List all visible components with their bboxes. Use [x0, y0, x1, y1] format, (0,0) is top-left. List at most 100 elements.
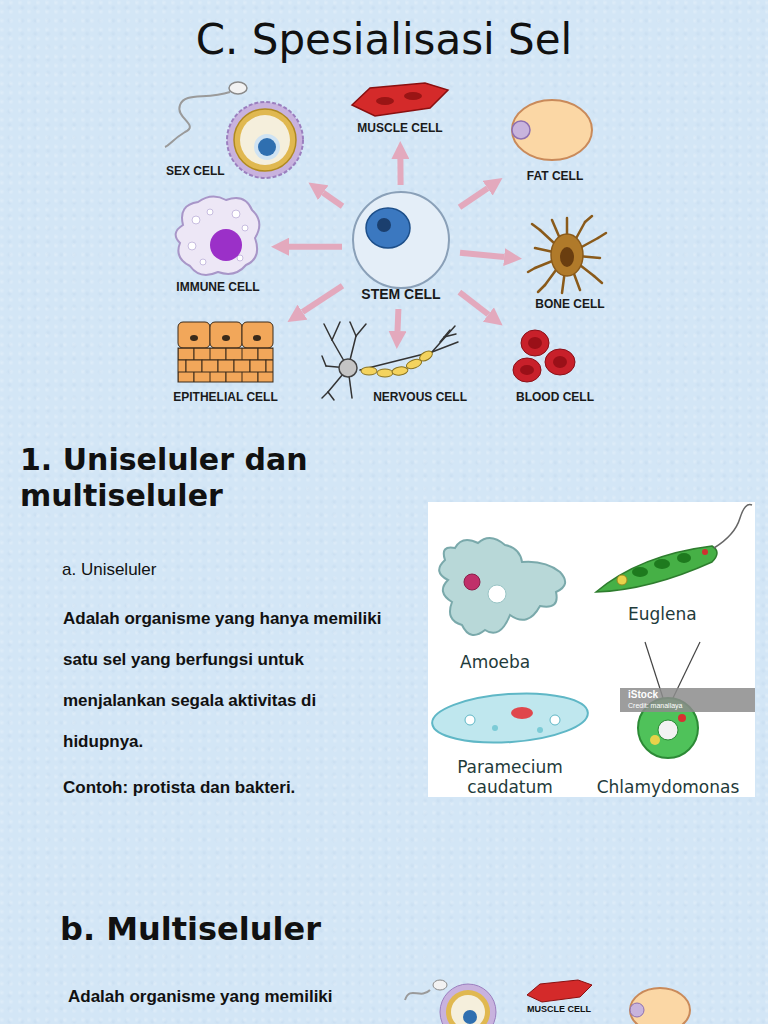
bone-cell-picture-part [528, 268, 535, 272]
stem-cell-picture-part [353, 192, 449, 288]
nerve-cell-picture-part-part [324, 324, 332, 340]
sex-cell-picture [165, 82, 303, 178]
body-text: Adalah organisme yang hanya memiliki sat… [63, 598, 398, 762]
cell-label: SEX CELL [166, 164, 225, 178]
immune-cell-picture-part [188, 242, 196, 250]
epithelial-cell-picture-part [242, 322, 273, 348]
immune-cell-picture-part [242, 225, 248, 231]
differentiation-arrow [460, 253, 504, 257]
nerve-cell-picture [322, 322, 458, 400]
mini-cell-diagram-part [433, 980, 447, 990]
organism-name: Euglena [628, 603, 697, 625]
epithelial-cell-picture-part [222, 335, 230, 341]
cell-node: SEX CELL [160, 78, 306, 182]
nerve-cell-picture-part-part [432, 342, 458, 352]
differentiation-arrow [395, 309, 402, 331]
sex-cell-picture-part [227, 102, 303, 178]
protist-picture-part [550, 715, 560, 725]
differentiation-arrow [323, 193, 342, 207]
blood-cell-picture-part [513, 358, 541, 382]
protist-picture-part [632, 567, 648, 577]
differentiation-arrow [460, 188, 488, 207]
cell-label: NERVOUS CELL [373, 390, 467, 404]
cell-label: BLOOD CELL [516, 390, 594, 404]
immune-cell-picture-part [192, 216, 200, 224]
epithelial-cell-picture-part [178, 348, 273, 382]
epithelial-cell-picture-part [253, 335, 261, 341]
muscle-cell-picture-part [404, 92, 422, 100]
nerve-cell-picture-part-part [444, 334, 456, 337]
muscle-cell-picture-part [352, 83, 448, 116]
bone-cell-picture-part [585, 216, 592, 222]
protist-picture-part [439, 538, 565, 635]
bone-cell-picture-part [538, 285, 545, 292]
protist-picture-part [596, 546, 717, 592]
bone-cell-picture-part [532, 224, 540, 230]
mini-cell-diagram-part [446, 990, 490, 1024]
organism-name: Paramecium caudatum [430, 757, 590, 797]
mini-cell-diagram-part [451, 995, 485, 1024]
immune-cell-picture-part [237, 255, 243, 261]
bone-cell-picture-part [594, 276, 602, 283]
stem-cell-picture-part [366, 208, 410, 248]
blood-cell-picture-part [553, 356, 567, 368]
protist-picture-part [714, 505, 752, 548]
muscle-cell-picture-part [376, 97, 394, 105]
blood-cell-picture [513, 330, 575, 382]
blood-cell-picture-part [521, 330, 549, 356]
protist-picture-part [678, 714, 686, 722]
blood-cell-picture-part [528, 337, 542, 349]
cell-label: STEM CELL [361, 286, 440, 302]
watermark: iStock [628, 689, 658, 701]
nerve-cell-picture-part [361, 367, 377, 375]
protist-picture-part [677, 553, 691, 563]
cell-label: IMMUNE CELL [176, 280, 259, 294]
differentiation-arrow [459, 292, 488, 314]
fat-cell-picture-part [512, 121, 530, 139]
cell-node: EPITHELIAL CELL [166, 318, 285, 408]
mini-cell-diagram [405, 980, 690, 1024]
nerve-cell-picture-part [339, 359, 357, 377]
sex-cell-picture-part [165, 92, 230, 147]
epithelial-cell-picture-part [190, 335, 198, 341]
protist-picture-part [658, 720, 678, 740]
nerve-cell-picture-part [322, 322, 458, 400]
nerve-cell-picture-part [392, 366, 409, 376]
immune-cell-picture-part [207, 209, 213, 215]
differentiation-arrow [289, 244, 342, 250]
cell-node: MUSCLE CELL [345, 80, 455, 138]
protist-picture-part [465, 715, 475, 725]
section-heading: 1. Uniseluler dan multiseluler [20, 442, 420, 514]
sex-cell-picture-part [229, 82, 247, 94]
cell-node: IMMUNE CELL [168, 195, 268, 298]
immune-cell-picture-part [176, 196, 260, 274]
organism-name: Chlamydomonas [593, 776, 743, 798]
cell-label: FAT CELL [527, 169, 583, 183]
sex-cell-picture-part [234, 109, 296, 171]
section-heading: b. Multiseluler [60, 910, 321, 948]
sex-cell-picture-part [258, 138, 276, 156]
nerve-cell-picture-part-part [328, 392, 334, 400]
cell-label: EPITHELIAL CELL [173, 390, 277, 404]
immune-cell-picture-part [210, 229, 242, 261]
nerve-cell-picture-part-part [322, 392, 328, 398]
protist-picture-part [464, 574, 480, 590]
protist-picture-part [702, 549, 708, 555]
protist-picture-part [511, 707, 533, 719]
immune-cell-picture [176, 196, 260, 274]
epithelial-cell-picture-part [178, 322, 210, 348]
cell-label: MUSCLE CELL [527, 1004, 591, 1015]
differentiation-arrow [303, 286, 343, 312]
immune-cell-picture-part [200, 259, 206, 265]
protist-picture-part [650, 735, 660, 745]
mini-cell-diagram-part [405, 990, 430, 1000]
mini-cell-diagram-part [630, 1003, 644, 1017]
differentiation-arrow [397, 159, 403, 185]
body-text: Adalah organisme yang memiliki [68, 985, 333, 1009]
sex-cell-picture-part [240, 115, 290, 165]
blood-cell-picture-part [545, 349, 575, 375]
bone-cell-picture-part [598, 233, 606, 238]
nerve-cell-picture-part [377, 369, 393, 377]
sex-cell-picture-part [254, 134, 280, 160]
